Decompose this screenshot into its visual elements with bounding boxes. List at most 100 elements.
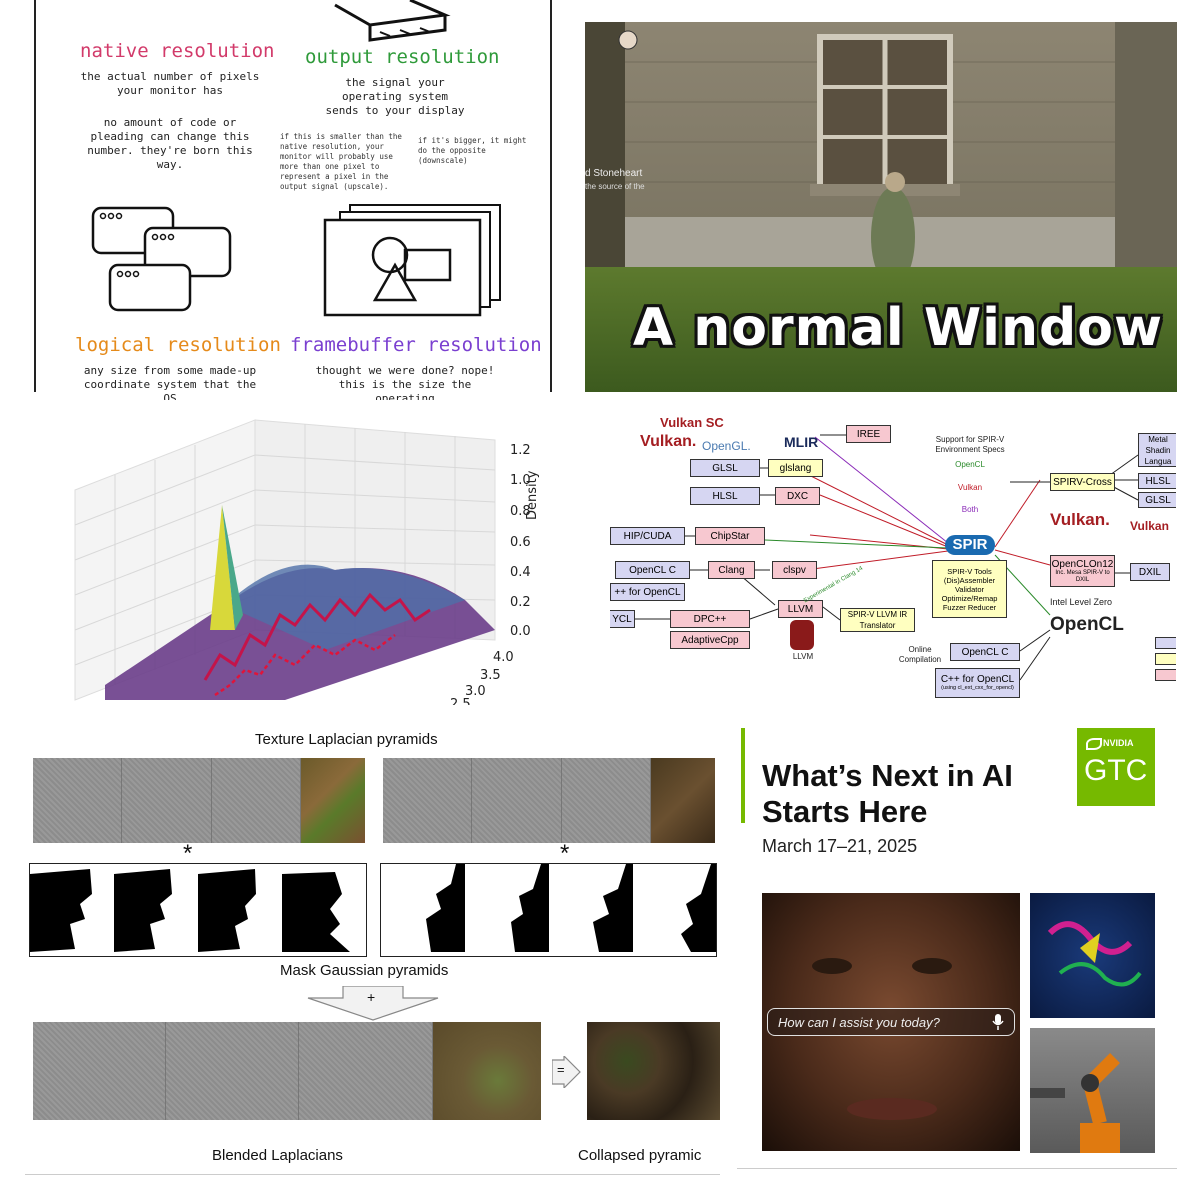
mask-pyramid-left	[29, 863, 367, 957]
headline-line-2: Starts Here	[762, 794, 928, 829]
right-border-line	[550, 0, 552, 392]
right-eye	[912, 958, 952, 974]
framebuffer-sketch-icon	[323, 204, 501, 317]
box-sycl: YCL	[610, 610, 635, 628]
y-tick-0: 4.0	[493, 650, 514, 665]
box-glslang: glslang	[768, 459, 823, 477]
z-tick-4: 0.4	[510, 565, 531, 580]
texture-pyramid-right	[383, 758, 715, 843]
output-resolution-title: output resolution	[305, 46, 500, 68]
z-tick-5: 0.2	[510, 595, 531, 610]
vulkan-sc-logo: Vulkan SC	[660, 415, 724, 430]
framebuffer-resolution-title: framebuffer resolution	[290, 334, 542, 356]
down-arrow-icon	[307, 986, 439, 1021]
protein-structure-image	[1030, 893, 1155, 1018]
assistant-placeholder: How can I assist you today?	[778, 1015, 940, 1030]
box-clang: Clang	[708, 561, 755, 579]
z-tick-2: 0.8	[510, 504, 531, 519]
llvm-dragon-icon	[790, 620, 814, 650]
game-screenshot-panel: d Stoneheart the source of the A normal …	[585, 22, 1177, 392]
box-hip-cuda: HIP/CUDA	[610, 527, 685, 545]
legend-both: Both	[961, 505, 979, 514]
laplacian-pyramids-panel: Texture Laplacian pyramids * * Mask Gaus…	[25, 728, 720, 1175]
opencl-logo: OpenCL	[1050, 614, 1124, 635]
mask-pyramid-right	[380, 863, 717, 957]
blended-laplacians-strip	[33, 1022, 542, 1120]
box-metal: Metal Shadin Langua	[1138, 433, 1176, 467]
box-opencl-c: OpenCL C	[615, 561, 690, 579]
y-tick-3: 2.5	[450, 697, 471, 705]
box-hlsl: HLSL	[690, 487, 760, 505]
z-tick-6: 0.0	[510, 624, 531, 639]
spirv-ecosystem-diagram: Vulkan SC Vulkan. OpenGL. MLIR IREE GLSL…	[610, 415, 1176, 700]
box-cpp-for-opencl: ++ for OpenCL	[610, 583, 685, 601]
panel-bottom-rule	[737, 1168, 1177, 1169]
mask-pyramids-label: Mask Gaussian pyramids	[280, 962, 449, 979]
vulkan-logo-right-2: Vulkan	[1130, 519, 1169, 533]
output-upscale-note: if this is smaller than the native resol…	[280, 132, 402, 191]
resolution-notes-panel: native resolution the actual number of p…	[0, 0, 585, 400]
multiply-symbol-left: *	[183, 840, 193, 867]
legend-opencl: OpenCL	[955, 460, 985, 469]
3d-surface-plot	[74, 419, 496, 701]
nvidia-gtc-ad-panel: What’s Next in AI Starts Here March 17–2…	[737, 728, 1177, 1173]
assistant-search-bar[interactable]: How can I assist you today?	[767, 1008, 1015, 1036]
microphone-icon[interactable]	[992, 1014, 1004, 1030]
windows-sketch-icon	[91, 206, 232, 312]
z-tick-3: 0.6	[510, 535, 531, 550]
box-llvm: LLVM	[778, 600, 823, 618]
density-3d-plot-panel: 1.2 1.0 0.8 0.6 0.4 0.2 0.0 Density 4.0 …	[25, 410, 585, 705]
mlir-logo: MLIR	[784, 434, 819, 450]
native-resolution-body-2: no amount of code or pleading can change…	[87, 116, 253, 171]
z-axis-label: Density	[525, 470, 540, 520]
event-date: March 17–21, 2025	[762, 836, 918, 856]
stone-house-image	[585, 22, 1177, 392]
z-tick-1: 1.0	[510, 473, 531, 488]
openclon12-title: OpenCLOn12	[1051, 558, 1114, 570]
multiply-symbol-right: *	[560, 840, 570, 867]
llvm-logo-label: LLVM	[792, 652, 814, 661]
logical-resolution-title: logical resolution	[75, 334, 281, 356]
z-tick-0: 1.2	[510, 443, 531, 458]
native-resolution-title: native resolution	[80, 40, 275, 62]
left-border-line	[34, 0, 36, 392]
box-iree: IREE	[846, 425, 891, 443]
collapsed-pyramid-label: Collapsed pyramic	[578, 1147, 702, 1164]
vulkan-logo-right: Vulkan.	[1050, 510, 1110, 529]
intel-level-zero-label: Intel Level Zero	[1050, 597, 1113, 607]
box-dxc: DXC	[775, 487, 820, 505]
box-spirv-tools: SPIR-V Tools (Dis)Assembler Validator Op…	[932, 560, 1007, 618]
box-glsl-out: GLSL	[1138, 492, 1176, 508]
blended-laplacians-label: Blended Laplacians	[212, 1147, 343, 1164]
bottom-rule	[25, 1174, 720, 1175]
box-cpp-for-opencl-2: C++ for OpenCL (using cl_ext_cxx_for_ope…	[935, 668, 1020, 698]
output-downscale-note: if it's bigger, it might do the opposite…	[418, 136, 527, 165]
box-spirv-cross: SPIRV-Cross	[1050, 473, 1115, 491]
box-dpcpp: DPC++	[670, 610, 750, 628]
gtc-logo[interactable]: NVIDIA GTC	[1077, 728, 1155, 806]
support-title: Support for SPIR-V Environment Specs	[935, 435, 1005, 454]
left-eye	[812, 958, 852, 974]
headline-line-1: What’s Next in AI	[762, 758, 1013, 793]
box-spirv-llvm-translator: SPIR-V LLVM IR Translator	[840, 608, 915, 632]
nvidia-eye-icon	[1086, 738, 1102, 750]
hud-quest-name: d Stoneheart	[585, 168, 643, 179]
box-glsl: GLSL	[690, 459, 760, 477]
texture-pyramid-left	[33, 758, 365, 843]
legend-vulkan: Vulkan	[957, 483, 983, 492]
accent-bar	[741, 728, 745, 823]
texture-pyramids-label: Texture Laplacian pyramids	[255, 731, 438, 748]
box-openclon12: OpenCLOn12 Inc. Mesa SPIR-V to DXIL	[1050, 555, 1115, 587]
online-compilation-label: Online Compilation	[898, 645, 942, 664]
collapsed-pyramid-image	[587, 1022, 720, 1120]
y-tick-2: 3.0	[465, 684, 486, 699]
opengl-logo: OpenGL.	[702, 439, 751, 453]
box-hlsl-out: HLSL	[1138, 473, 1176, 489]
monitor-sketch-icon	[334, 0, 451, 42]
output-resolution-body: the signal your operating system sends t…	[325, 76, 465, 117]
openclon12-sub: Inc. Mesa SPIR-V to DXIL	[1055, 569, 1110, 583]
legend-swatch-3	[1155, 669, 1176, 681]
gtc-logo-text: GTC	[1084, 754, 1148, 787]
diagram-arrows	[635, 434, 1139, 681]
box-dxil: DXIL	[1130, 563, 1170, 581]
